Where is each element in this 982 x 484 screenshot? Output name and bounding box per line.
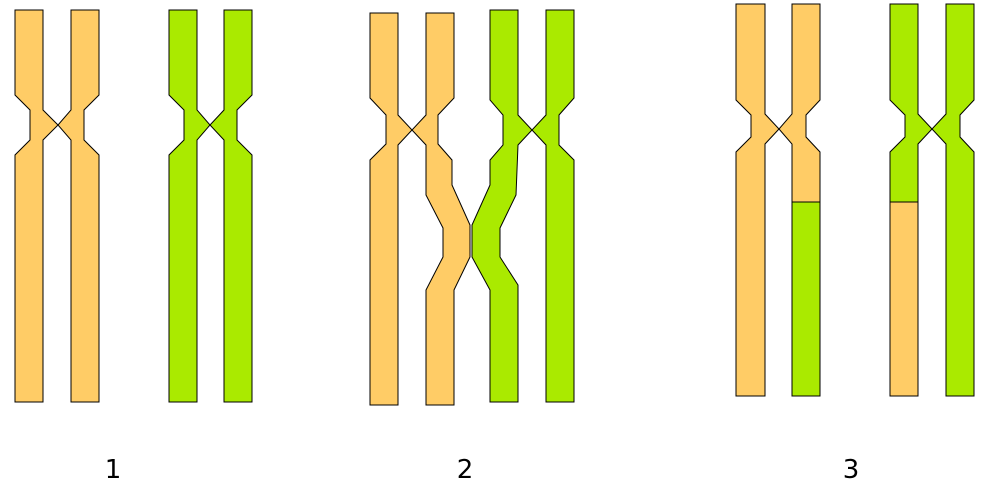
chromatid-green-right [209, 9, 253, 403]
stage-label-1: 1 [105, 455, 122, 484]
stage-3 [735, 3, 975, 397]
chromatid-orange-outer [369, 12, 413, 406]
chromatid-green-outer [531, 9, 575, 403]
chromatid-orange-inner [411, 12, 471, 406]
chromosome-green [168, 9, 253, 403]
chromatid-green-outer [931, 3, 975, 397]
chromosome-orange [14, 9, 100, 403]
chromatid-green-segment [791, 201, 821, 397]
chromatid-green-left [168, 9, 211, 403]
chromatid-orange-inner-top [778, 3, 821, 203]
stage-1 [14, 9, 253, 403]
chromatid-orange-right [57, 9, 100, 403]
stage-label-2: 2 [457, 455, 474, 484]
chromatid-orange-outer [735, 3, 780, 397]
chromatid-orange-left [14, 9, 59, 403]
chromatid-green-inner [471, 9, 533, 403]
stage-label-3: 3 [843, 455, 860, 484]
stage-2 [369, 9, 575, 406]
chromatid-orange-segment [889, 201, 919, 397]
chromatid-green-inner-top [889, 3, 933, 203]
